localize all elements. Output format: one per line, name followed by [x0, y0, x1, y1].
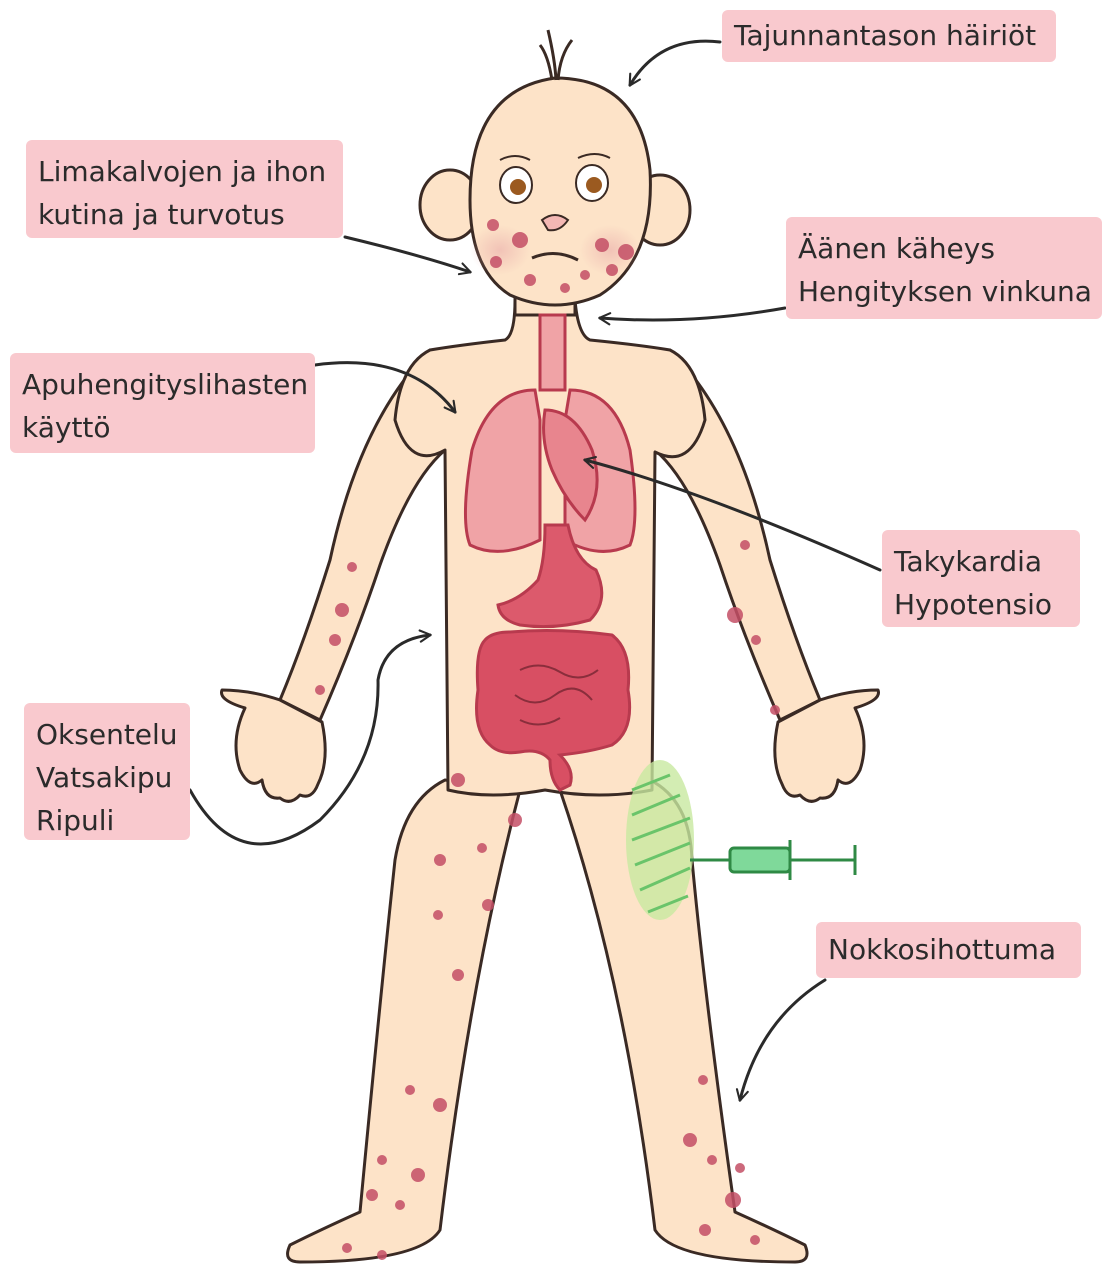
arrow-consciousness: [630, 41, 720, 85]
label-accessory-line-2: käyttö: [22, 406, 303, 449]
label-voice: Äänen käheys Hengityksen vinkuna: [786, 217, 1102, 319]
label-itching-line-1: Limakalvojen ja ihon: [38, 150, 331, 193]
label-voice-line-2: Hengityksen vinkuna: [798, 270, 1090, 313]
label-voice-line-1: Äänen käheys: [798, 227, 1090, 270]
arrow-urticaria: [740, 980, 825, 1100]
label-consciousness: Tajunnantason häiriöt: [722, 10, 1056, 62]
label-gi-line-1: Oksentelu: [36, 713, 178, 756]
label-accessory: Apuhengityslihasten käyttö: [10, 353, 315, 453]
label-cardio: Takykardia Hypotensio: [882, 530, 1080, 627]
left-leg: [288, 780, 520, 1262]
label-itching: Limakalvojen ja ihon kutina ja turvotus: [26, 140, 343, 238]
syringe-icon: [690, 840, 855, 880]
label-accessory-line-1: Apuhengityslihasten: [22, 363, 303, 406]
label-gi: Oksentelu Vatsakipu Ripuli: [24, 703, 190, 840]
arrow-voice: [600, 308, 785, 320]
label-urticaria-line-1: Nokkosihottuma: [828, 928, 1069, 971]
head: [420, 30, 690, 315]
trachea: [540, 315, 565, 390]
label-consciousness-line-1: Tajunnantason häiriöt: [734, 14, 1044, 57]
right-pupil-icon: [586, 177, 602, 193]
label-urticaria: Nokkosihottuma: [816, 922, 1081, 978]
label-itching-line-2: kutina ja turvotus: [38, 193, 331, 236]
label-gi-line-2: Vatsakipu: [36, 756, 178, 799]
label-cardio-line-1: Takykardia: [894, 540, 1068, 583]
arrow-itching: [345, 237, 470, 272]
label-gi-line-3: Ripuli: [36, 799, 178, 842]
hair: [540, 30, 572, 80]
left-pupil-icon: [510, 179, 526, 195]
label-cardio-line-2: Hypotensio: [894, 583, 1068, 626]
